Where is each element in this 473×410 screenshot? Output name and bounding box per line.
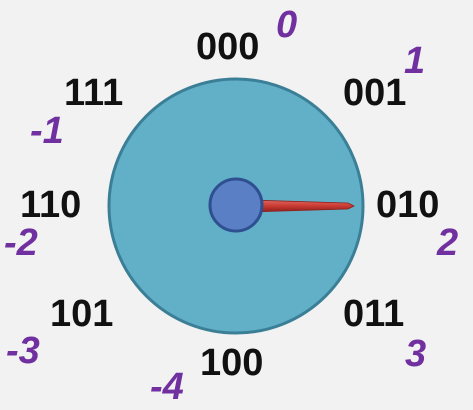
decimal-label-neg1: -1 — [30, 110, 64, 152]
binary-label-010: 010 — [376, 184, 440, 226]
decimal-label-neg3: -3 — [6, 330, 40, 372]
binary-label-110: 110 — [20, 184, 82, 226]
binary-label-001: 001 — [343, 72, 407, 114]
decimal-label-neg4: -4 — [150, 366, 184, 408]
binary-label-111: 111 — [64, 72, 124, 114]
binary-label-011: 011 — [343, 293, 405, 335]
decimal-label-0: 0 — [276, 4, 298, 46]
binary-label-000: 000 — [196, 26, 260, 68]
decimal-label-2: 2 — [437, 222, 459, 264]
dial-hub — [208, 177, 264, 233]
decimal-label-1: 1 — [404, 40, 426, 82]
decimal-label-neg2: -2 — [4, 222, 38, 264]
binary-label-101: 101 — [50, 293, 114, 335]
binary-label-100: 100 — [200, 342, 264, 384]
decimal-label-3: 3 — [405, 333, 427, 375]
